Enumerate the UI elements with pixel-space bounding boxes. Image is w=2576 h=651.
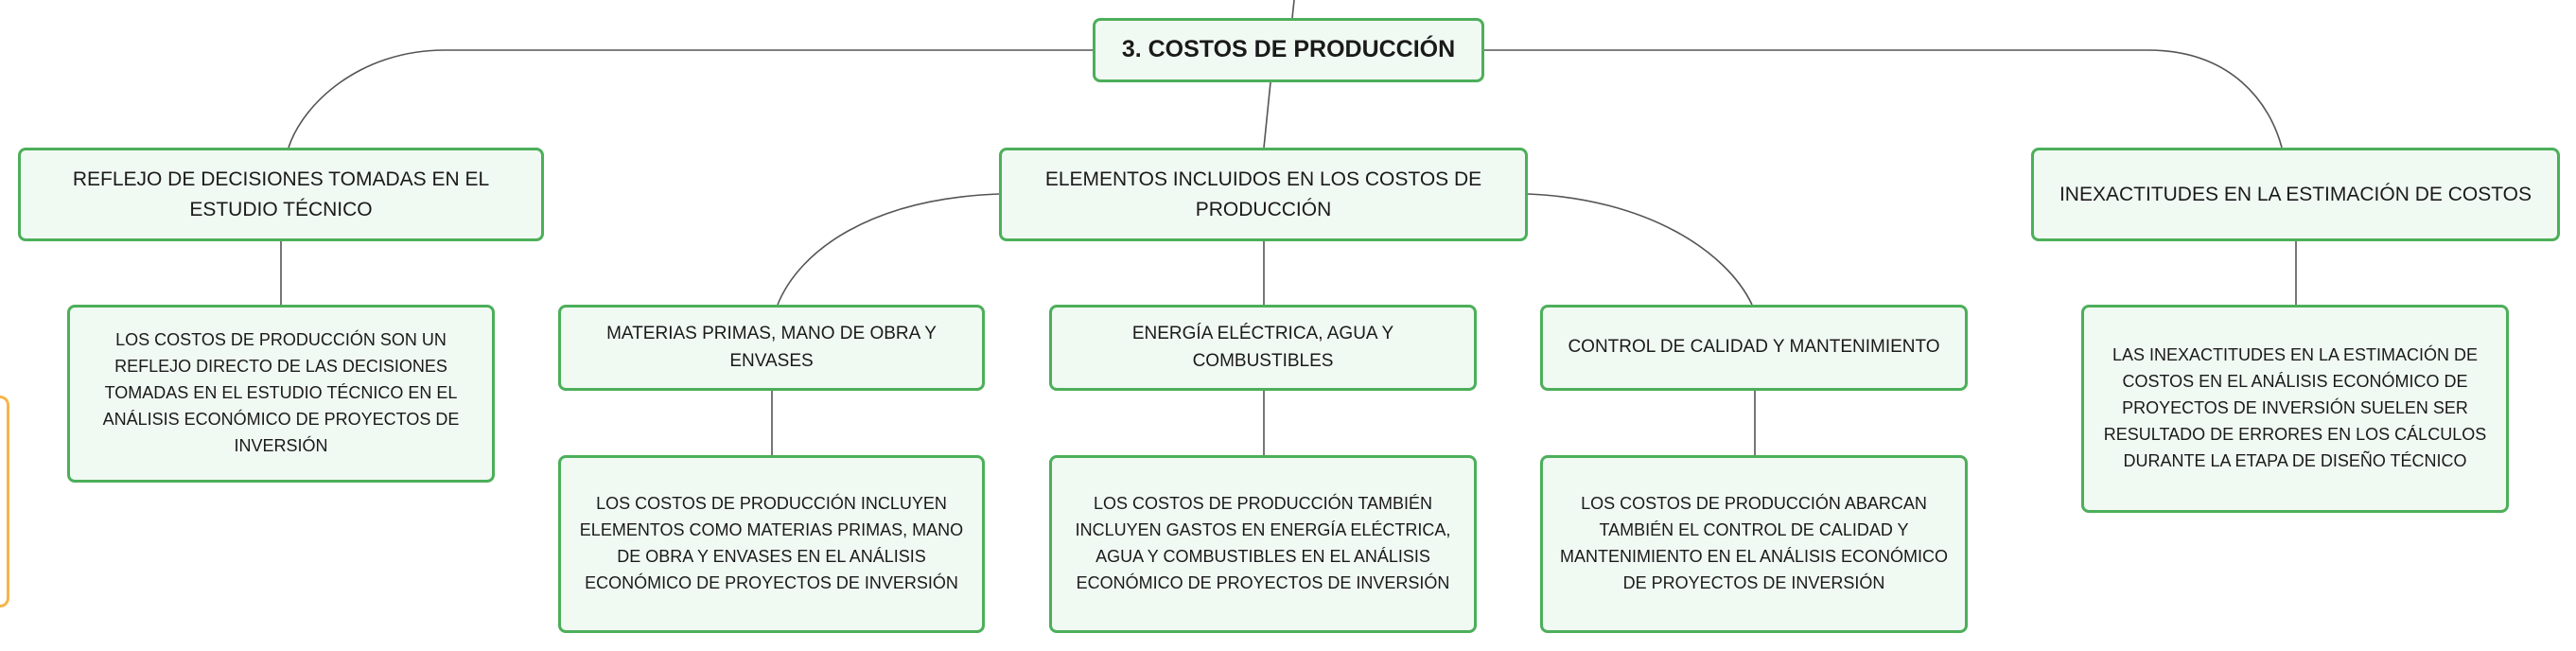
subbranch-materias[interactable]: MATERIAS PRIMAS, MANO DE OBRA Y ENVASES bbox=[558, 305, 985, 391]
connector-root-to-elementos bbox=[1263, 81, 1271, 149]
branch-reflejo[interactable]: REFLEJO DE DECISIONES TOMADAS EN EL ESTU… bbox=[18, 148, 544, 241]
branch-elementos[interactable]: ELEMENTOS INCLUIDOS EN LOS COSTOS DE PRO… bbox=[999, 148, 1528, 241]
branch-inexactitudes[interactable]: INEXACTITUDES EN LA ESTIMACIÓN DE COSTOS bbox=[2031, 148, 2560, 241]
subbranch-energia[interactable]: ENERGÍA ELÉCTRICA, AGUA Y COMBUSTIBLES bbox=[1049, 305, 1477, 391]
detail-energia[interactable]: LOS COSTOS DE PRODUCCIÓN TAMBIÉN INCLUYE… bbox=[1049, 455, 1477, 633]
branch-label: REFLEJO DE DECISIONES TOMADAS EN EL ESTU… bbox=[72, 168, 490, 220]
connector-parent-to-root bbox=[1291, 0, 1295, 19]
connector-root-to-reflejo bbox=[288, 49, 1093, 149]
subbranch-control[interactable]: CONTROL DE CALIDAD Y MANTENIMIENTO bbox=[1540, 305, 1968, 391]
connector-root-to-inexactitudes bbox=[1484, 49, 2283, 149]
root-label: 3. COSTOS DE PRODUCCIÓN bbox=[1121, 36, 1456, 63]
subbranch-label: ENERGÍA ELÉCTRICA, AGUA Y COMBUSTIBLES bbox=[1131, 324, 1394, 371]
detail-text: LAS INEXACTITUDES EN LA ESTIMACIÓN DE CO… bbox=[2103, 345, 2487, 470]
connector-elementos-to-control bbox=[1527, 193, 1753, 306]
detail-text: LOS COSTOS DE PRODUCCIÓN INCLUYEN ELEMEN… bbox=[579, 494, 964, 592]
detail-text: LOS COSTOS DE PRODUCCIÓN TAMBIÉN INCLUYE… bbox=[1075, 494, 1451, 592]
detail-reflejo[interactable]: LOS COSTOS DE PRODUCCIÓN SON UN REFLEJO … bbox=[67, 305, 495, 483]
collapsed-side-panel[interactable] bbox=[0, 396, 9, 607]
root-node[interactable]: 3. COSTOS DE PRODUCCIÓN bbox=[1093, 18, 1484, 82]
detail-text: LOS COSTOS DE PRODUCCIÓN SON UN REFLEJO … bbox=[102, 330, 460, 455]
branch-label: ELEMENTOS INCLUIDOS EN LOS COSTOS DE PRO… bbox=[1044, 168, 1482, 220]
detail-inexactitudes[interactable]: LAS INEXACTITUDES EN LA ESTIMACIÓN DE CO… bbox=[2081, 305, 2509, 513]
subbranch-label: CONTROL DE CALIDAD Y MANTENIMIENTO bbox=[1568, 337, 1940, 358]
branch-label: INEXACTITUDES EN LA ESTIMACIÓN DE COSTOS bbox=[2059, 183, 2532, 205]
subbranch-label: MATERIAS PRIMAS, MANO DE OBRA Y ENVASES bbox=[606, 324, 937, 371]
detail-materias[interactable]: LOS COSTOS DE PRODUCCIÓN INCLUYEN ELEMEN… bbox=[558, 455, 985, 633]
detail-text: LOS COSTOS DE PRODUCCIÓN ABARCAN TAMBIÉN… bbox=[1559, 494, 1949, 592]
detail-control[interactable]: LOS COSTOS DE PRODUCCIÓN ABARCAN TAMBIÉN… bbox=[1540, 455, 1968, 633]
connector-elementos-to-materias bbox=[777, 193, 1000, 306]
